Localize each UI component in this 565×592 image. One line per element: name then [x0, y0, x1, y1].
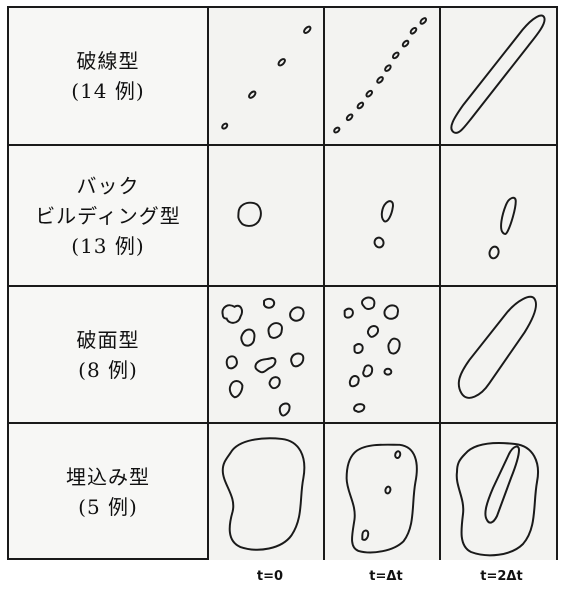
broken-areal-t2-sketch — [457, 295, 537, 399]
case-count: (14 例) — [71, 79, 145, 103]
table-row: 破線型 (14 例) — [9, 8, 556, 146]
broken-line-t0-sketch — [221, 25, 312, 130]
back-building-t1-sketch — [373, 200, 394, 249]
broken-areal-t0-sketch — [221, 297, 305, 417]
row-label: 破面型 (8 例) — [9, 287, 209, 424]
embedded-t0-sketch — [221, 437, 306, 551]
case-count: (8 例) — [78, 357, 138, 382]
snapshot-t2 — [441, 8, 556, 146]
time-label-t1: t=Δt — [369, 569, 403, 584]
table-row: 破面型 (8 例) — [9, 287, 556, 424]
back-building-t0-sketch — [237, 201, 262, 227]
row-label: 破線型 (14 例) — [9, 8, 209, 146]
snapshot-t0 — [209, 287, 325, 424]
snapshot-t0 — [209, 8, 325, 146]
snapshot-t1 — [325, 424, 441, 560]
embedded-t2-sketch — [455, 442, 539, 557]
case-count: (5 例) — [78, 495, 138, 519]
type-name: 埋込み型 — [66, 465, 150, 489]
snapshot-t1 — [325, 287, 441, 424]
snapshot-t0 — [209, 146, 325, 287]
snapshot-t1 — [325, 146, 441, 287]
table-row: 埋込み型 (5 例) — [9, 424, 556, 560]
type-name: 破線型 — [76, 49, 140, 73]
broken-line-t1-sketch — [333, 17, 428, 134]
back-building-t2-sketch — [488, 196, 517, 260]
broken-line-t2-sketch — [450, 14, 546, 134]
row-label: バック ビルディング型 (13 例) — [9, 146, 209, 287]
snapshot-t0 — [209, 424, 325, 560]
broken-areal-t1-sketch — [343, 296, 401, 413]
time-label-t2: t=2Δt — [480, 569, 523, 584]
embedded-t1-sketch — [345, 443, 418, 554]
type-name: 破面型 — [76, 327, 140, 352]
row-label: 埋込み型 (5 例) — [9, 424, 209, 560]
snapshot-t2 — [441, 146, 556, 287]
time-label-t0: t=0 — [256, 569, 284, 584]
snapshot-t2 — [441, 287, 556, 424]
type-name-line1: バック — [76, 173, 140, 198]
classification-table: 破線型 (14 例) — [7, 6, 558, 560]
snapshot-t2 — [441, 424, 556, 560]
type-name-line2: ビルディング型 — [35, 203, 181, 228]
snapshot-t1 — [325, 8, 441, 146]
case-count: (13 例) — [71, 233, 145, 258]
table-row: バック ビルディング型 (13 例) — [9, 146, 556, 287]
